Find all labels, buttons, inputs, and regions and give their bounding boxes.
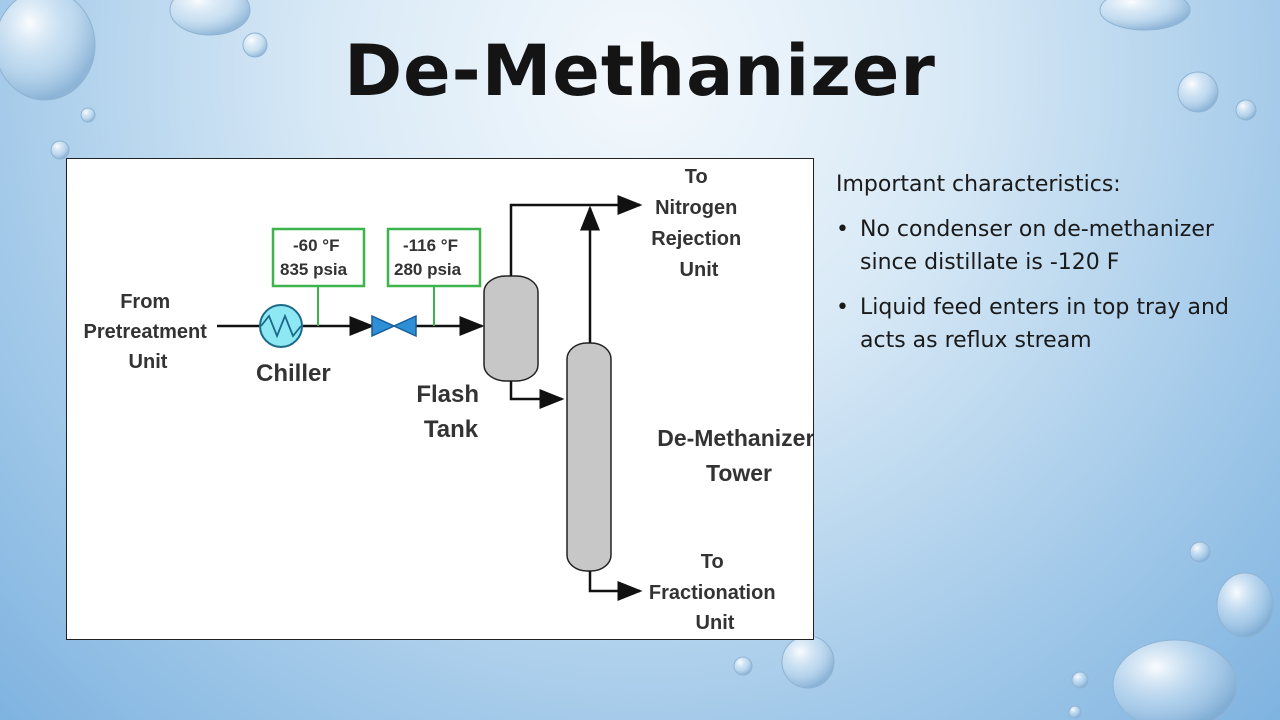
to-nitrogen-label: To Nitrogen Rejection Unit: [651, 166, 747, 281]
flash-liquid-line: [509, 381, 565, 409]
characteristics-heading: Important characteristics:: [836, 172, 1121, 197]
process-flow-diagram: From Pretreatment Unit Chiller -60 °F 83…: [66, 158, 814, 640]
chiller-conditions: -60 °F 835 psia: [280, 236, 348, 279]
list-item: • Liquid feed enters in top tray and acts…: [836, 291, 1236, 357]
demethanizer-tower-icon: [566, 342, 612, 572]
tower-bottoms-line: [588, 571, 643, 601]
bullet-text: Liquid feed enters in top tray and acts …: [860, 295, 1229, 353]
flash-tank-label: Flash Tank: [416, 381, 485, 443]
flash-vapor-line: [509, 195, 643, 276]
bullet-icon: •: [836, 217, 849, 242]
flash-tank-icon: [483, 275, 539, 382]
characteristics-panel: Important characteristics: • No condenser…: [836, 168, 1236, 369]
page-title: De-Methanizer: [344, 30, 936, 112]
list-item: • No condenser on de-methanizer since dis…: [836, 213, 1236, 279]
valve-icon-right: [392, 314, 417, 338]
characteristics-list: • No condenser on de-methanizer since dis…: [836, 213, 1236, 357]
chiller-label: Chiller: [256, 360, 331, 387]
bullet-text: No condenser on de-methanizer since dist…: [860, 217, 1214, 275]
chiller-coil: [260, 313, 302, 339]
tower-label: De-Methanizer Tower: [657, 425, 813, 486]
to-fractionation-label: To Fractionation Unit: [649, 551, 781, 634]
valve-icon: [371, 314, 396, 338]
valve-conditions: -116 °F 280 psia: [394, 236, 463, 279]
from-label: From Pretreatment Unit: [84, 291, 213, 373]
chiller-condition-box: [271, 227, 366, 288]
bullet-icon: •: [836, 295, 849, 320]
